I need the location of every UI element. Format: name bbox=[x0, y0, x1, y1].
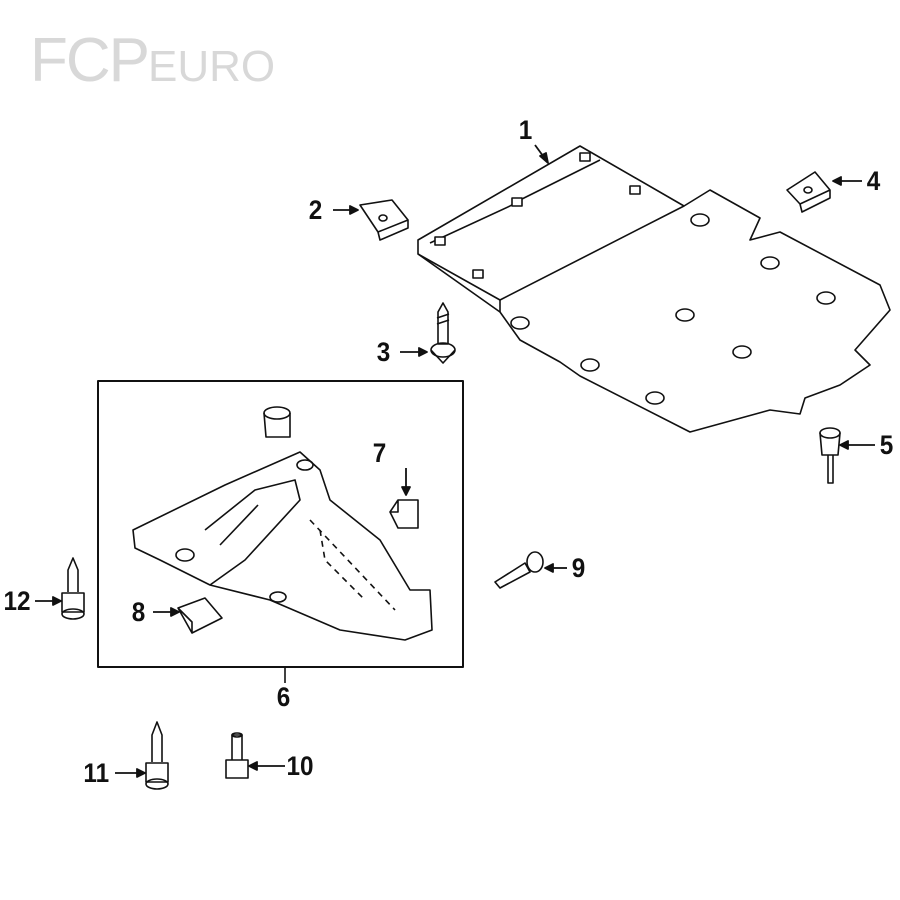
part-6-group-box bbox=[97, 380, 464, 668]
part-2-hole bbox=[378, 214, 388, 222]
part-8-nut bbox=[177, 597, 223, 634]
callout-5: 5 bbox=[879, 430, 894, 460]
watermark-suffix: EURO bbox=[148, 42, 276, 91]
part-11-screw bbox=[145, 721, 169, 790]
part-3-screw bbox=[430, 302, 456, 364]
callout-4: 4 bbox=[866, 166, 881, 196]
part-6-bracket bbox=[132, 406, 433, 641]
part-5-rivet bbox=[819, 427, 841, 484]
callout-1: 1 bbox=[518, 115, 533, 145]
part-12-screw bbox=[61, 557, 85, 620]
callout-8: 8 bbox=[131, 597, 146, 627]
callout-10: 10 bbox=[286, 751, 314, 781]
part-10-bolt bbox=[225, 732, 249, 779]
callout-2: 2 bbox=[308, 195, 323, 225]
part-4-hole bbox=[803, 186, 813, 194]
fcp-euro-watermark: FCPEURO bbox=[30, 30, 275, 92]
callout-9: 9 bbox=[571, 553, 586, 583]
watermark-brand: FCP bbox=[30, 26, 150, 95]
callout-3: 3 bbox=[376, 337, 391, 367]
callout-12: 12 bbox=[3, 586, 31, 616]
callout-11: 11 bbox=[83, 758, 110, 788]
part-1-skid-plate bbox=[417, 145, 891, 433]
part-9-screw bbox=[494, 551, 544, 589]
part-2-clip bbox=[359, 199, 409, 241]
part-7-clip bbox=[389, 499, 419, 529]
part-4-clip bbox=[786, 171, 831, 213]
callout-7: 7 bbox=[372, 438, 387, 468]
leader-arrows bbox=[35, 144, 875, 778]
callout-6: 6 bbox=[276, 682, 291, 712]
